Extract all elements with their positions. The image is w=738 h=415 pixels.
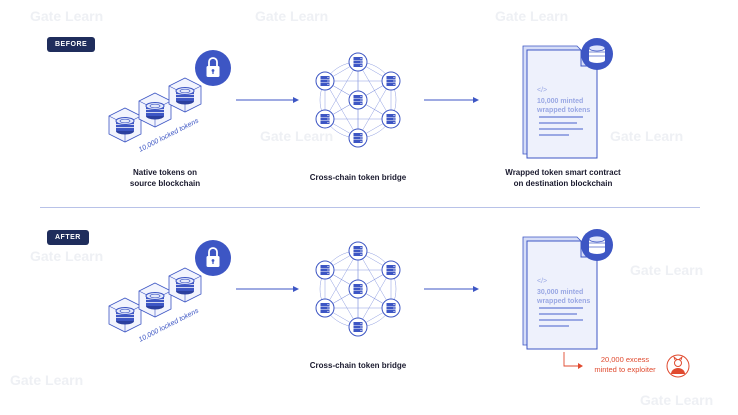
exploit-connector [563,352,580,367]
before-native-tokens: 10,000 locked tokens [108,49,232,154]
section-divider [40,207,700,208]
watermark: Gate Learn [10,372,84,388]
before-bridge-network [316,53,400,147]
native-tokens-label: Native tokens on source blockchain [129,168,201,188]
after-wrapped-contract: </> 30,000 minted wrapped tokens [522,228,614,350]
watermark: Gate Learn [495,8,569,24]
after-tag: AFTER [47,230,89,245]
coin-stack-icon [145,292,165,310]
after-bridge-network [316,242,400,336]
after-contract-line-1: 30,000 minted [537,289,583,296]
after-native-tokens: 10,000 locked tokens [108,239,232,344]
watermark: Gate Learn [610,128,684,144]
watermark: Gate Learn [260,128,334,144]
coin-stack-icon [175,87,195,105]
before-contract-code: </> [537,87,547,94]
watermark: Gate Learn [255,8,329,24]
before-tag: BEFORE [47,37,96,52]
exploit-note: 20,000 excess minted to exploiter [594,355,656,374]
watermark: Gate Learn [630,262,704,278]
watermark: Gate Learn [30,248,104,264]
lock-icon [194,49,232,87]
contract-label: Wrapped token smart contract on destinat… [505,168,621,188]
exploiter-avatar-icon [666,354,690,378]
coin-stack-icon [115,307,135,325]
watermark: Gate Learn [640,392,714,408]
before-contract-line-1: 10,000 minted [537,98,583,105]
before-contract-line-2: wrapped tokens [536,107,590,114]
coin-stack-icon [115,117,135,135]
before-bridge-label: Cross-chain token bridge [309,173,407,182]
before-wrapped-contract: </> 10,000 minted wrapped tokens [522,37,614,159]
watermark: Gate Learn [30,8,104,24]
after-bridge-label: Cross-chain token bridge [309,361,407,370]
coin-stack-icon [175,277,195,295]
lock-icon [194,239,232,277]
after-contract-line-2: wrapped tokens [536,298,590,305]
coin-stack-icon [145,102,165,120]
after-contract-code: </> [537,278,547,285]
